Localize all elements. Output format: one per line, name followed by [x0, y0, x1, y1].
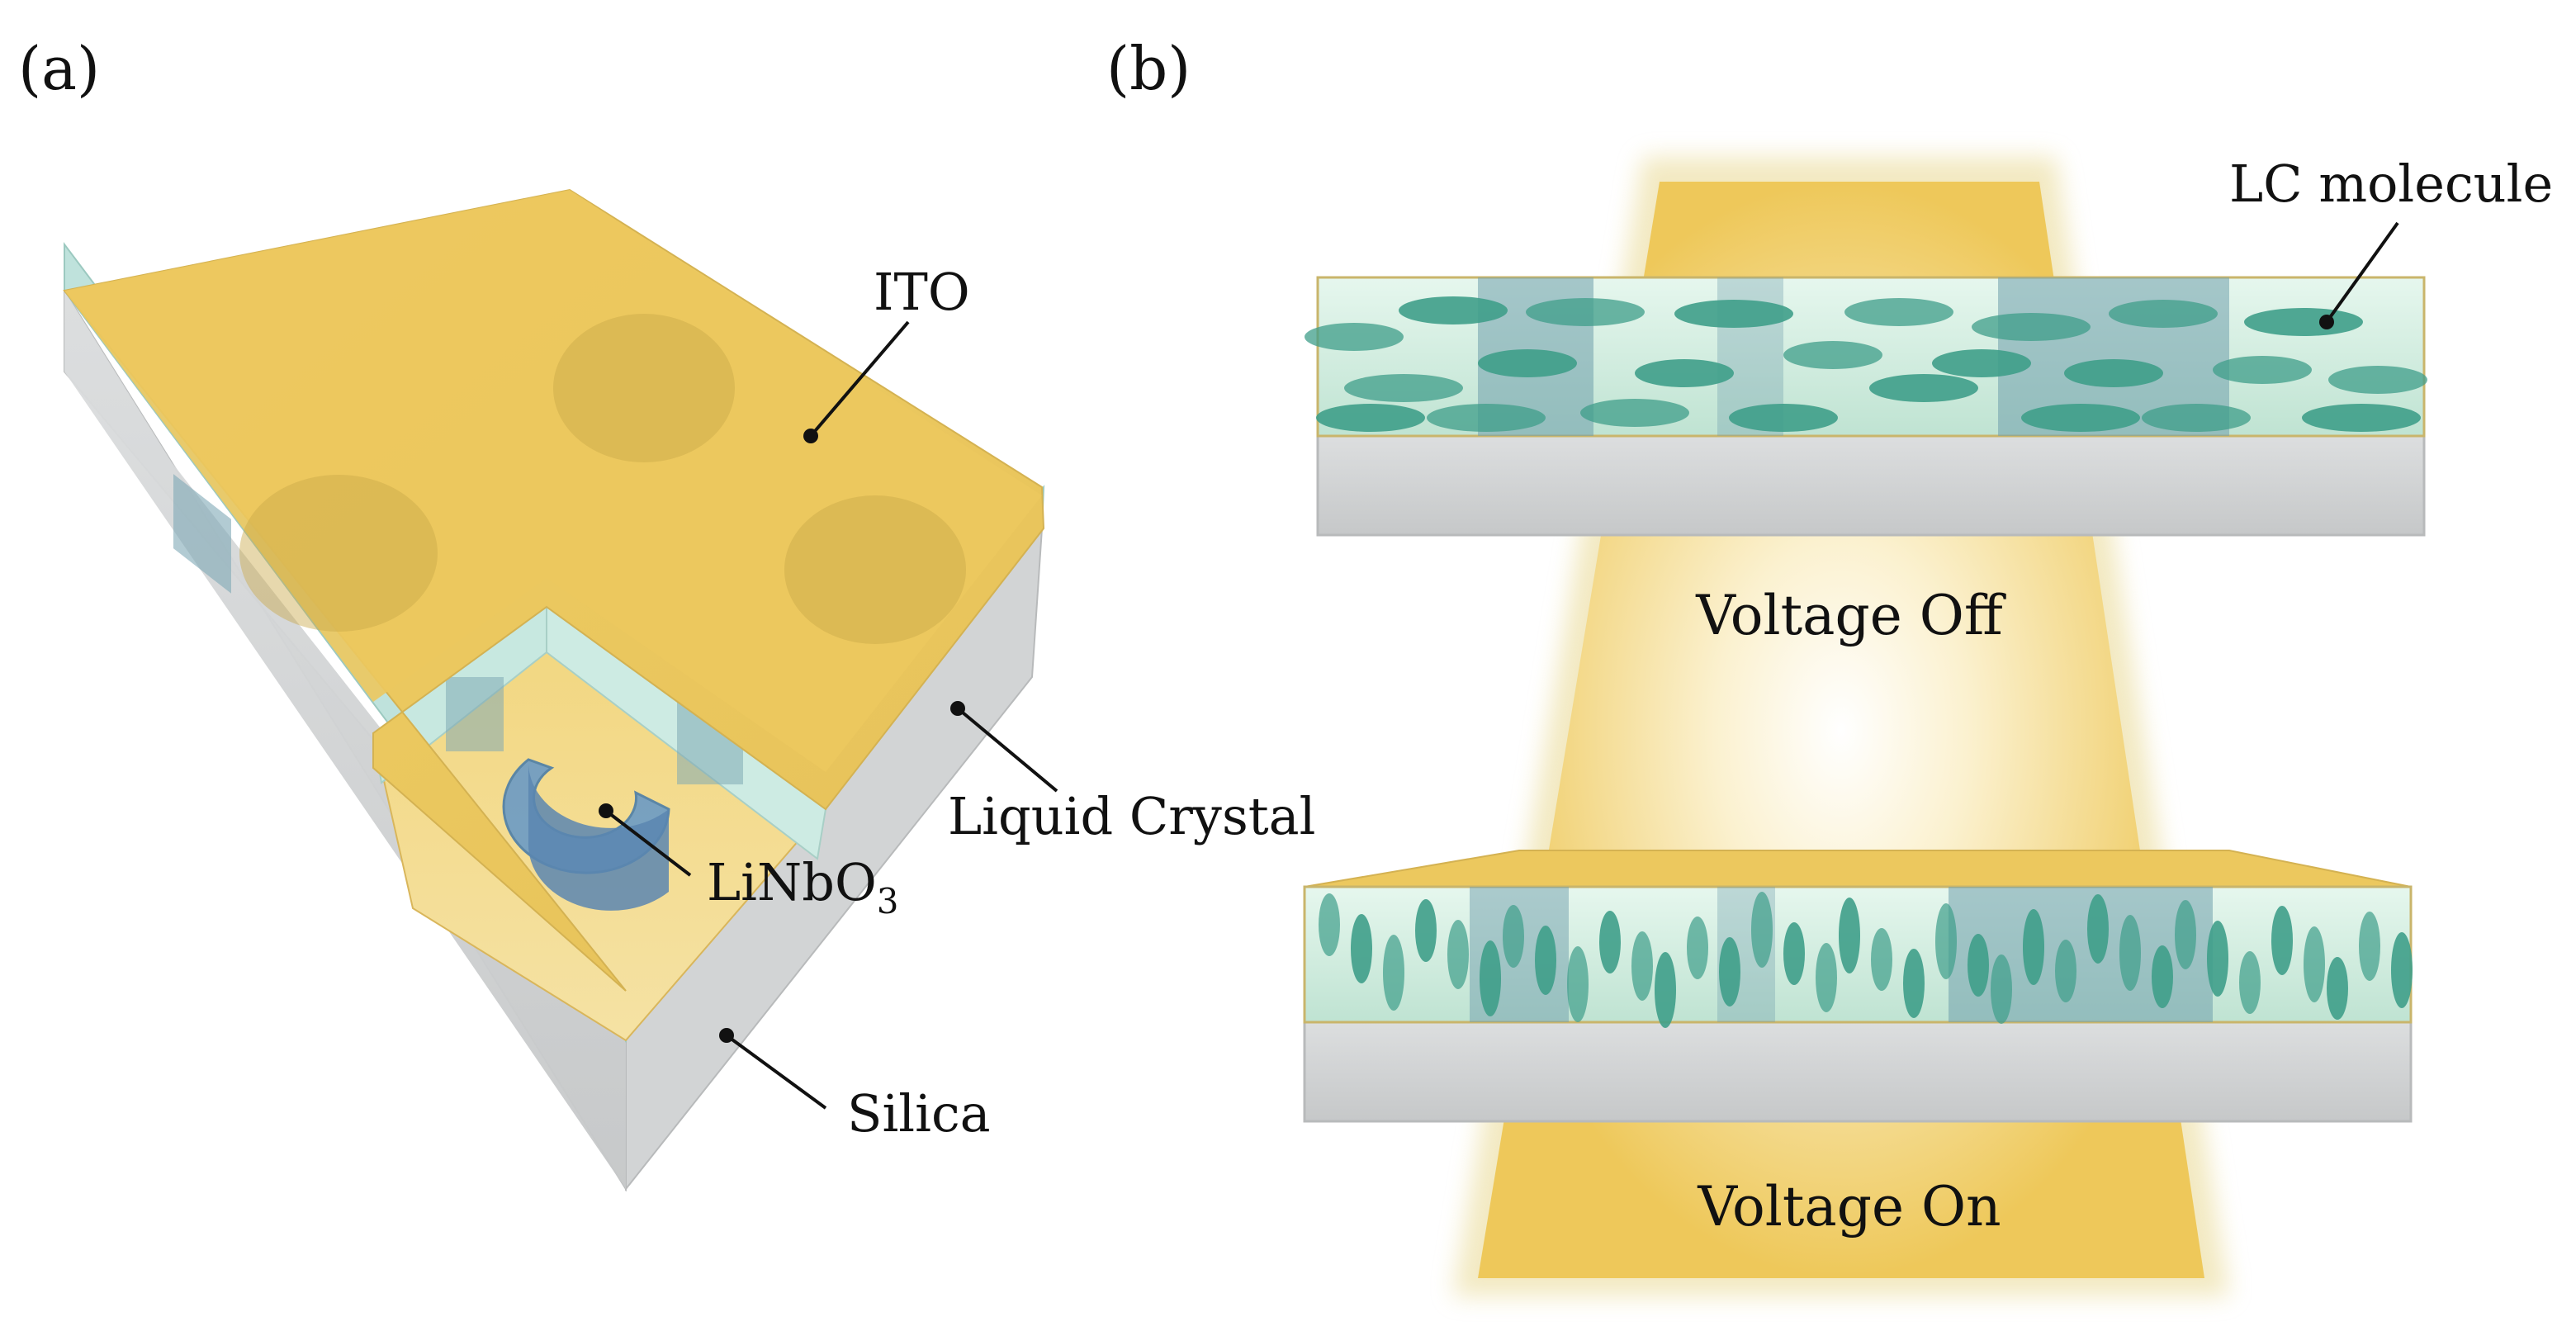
- lc-molecule: [1751, 892, 1773, 968]
- callout-liquid-crystal: Liquid Crystal: [948, 701, 1315, 846]
- lc-molecule: [1635, 359, 1734, 387]
- lc-molecule: [2175, 900, 2196, 969]
- label-lc-molecule: LC molecule: [2229, 154, 2553, 214]
- lc-molecule: [1344, 374, 1463, 402]
- lc-molecule: [1383, 935, 1404, 1011]
- lc-molecule: [1480, 940, 1501, 1016]
- lc-molecule: [1631, 931, 1653, 1001]
- cell-voltage-off: [1305, 276, 2427, 537]
- callout-silica: Silica: [719, 1028, 991, 1144]
- callout-lc-molecule: LC molecule: [2229, 154, 2553, 329]
- lc-molecule: [1816, 943, 1837, 1012]
- lc-molecule: [2302, 404, 2421, 432]
- lc-molecule: [1427, 404, 1546, 432]
- lc-molecule: [1674, 300, 1793, 328]
- lc-molecule: [1503, 905, 1524, 968]
- lc-molecule: [1319, 893, 1340, 956]
- label-voltage-off: Voltage Off: [1695, 584, 2006, 647]
- callout-linbo3: LiNbO3: [599, 803, 899, 921]
- lc-molecule: [1729, 404, 1838, 432]
- lc-molecule: [1535, 926, 1556, 995]
- lc-molecule: [2207, 921, 2228, 997]
- ito-top-bottom-cell: [1304, 850, 2412, 888]
- lc-molecule: [1871, 928, 1892, 991]
- lc-molecule: [2359, 912, 2380, 981]
- label-liquid-crystal: Liquid Crystal: [948, 786, 1315, 846]
- lc-molecule: [1599, 911, 1621, 973]
- lc-molecule: [2328, 366, 2427, 394]
- lc-molecule: [1935, 903, 1957, 979]
- lc-molecule: [1415, 899, 1437, 962]
- lc-molecule: [1869, 374, 1978, 402]
- lc-molecule: [1567, 946, 1589, 1022]
- panel-a-label: (a): [18, 34, 100, 103]
- lc-molecule: [2152, 945, 2173, 1008]
- lc-molecule: [2023, 909, 2044, 985]
- lc-molecule: [2109, 300, 2218, 328]
- lc-molecule: [1719, 937, 1740, 1007]
- lc-molecule: [2213, 356, 2312, 384]
- lc-molecule: [1580, 399, 1689, 427]
- lc-molecule: [2142, 404, 2251, 432]
- lc-molecule: [2304, 926, 2325, 1002]
- lc-molecule: [1316, 404, 1425, 432]
- lc-molecule: [2244, 308, 2363, 336]
- ito-top-upper: [64, 190, 1042, 772]
- lc-molecule: [1783, 922, 1805, 985]
- lc-molecule: [2271, 906, 2293, 975]
- lc-molecule: [1399, 296, 1508, 324]
- panel-a: (a) ITO: [18, 34, 1315, 1192]
- cell-voltage-on: [1303, 850, 2413, 1123]
- lc-molecule: [1903, 949, 1925, 1018]
- lc-molecule: [1839, 898, 1860, 973]
- label-linbo3-subscript: 3: [877, 881, 899, 921]
- lc-molecules-vertical: [1319, 892, 2413, 1028]
- panel-b: (b) Voltage Off Voltage On: [1106, 34, 2553, 1296]
- lc-molecule: [1932, 349, 2031, 377]
- linbo3-split-ring: [502, 758, 670, 911]
- label-linbo3: LiNbO3: [707, 852, 899, 921]
- lc-molecule: [2239, 951, 2261, 1014]
- lc-molecule: [1991, 954, 2012, 1024]
- label-silica: Silica: [847, 1083, 991, 1144]
- lc-molecule: [2087, 894, 2109, 964]
- lc-molecule: [1478, 349, 1577, 377]
- lc-molecule: [1687, 917, 1708, 979]
- callout-ito: ITO: [803, 262, 970, 443]
- disk-shadow: [784, 495, 966, 644]
- lc-molecule: [2327, 957, 2348, 1020]
- lc-molecule: [1783, 341, 1882, 369]
- lc-molecule: [1655, 952, 1676, 1028]
- silica-substrate-bottom: [1303, 1021, 2413, 1123]
- cutout-wall-pillar: [446, 677, 504, 751]
- label-voltage-on: Voltage On: [1697, 1175, 2001, 1239]
- panel-b-label: (b): [1106, 34, 1191, 103]
- label-linbo3-base: LiNbO: [707, 852, 877, 912]
- lc-molecule: [2055, 940, 2076, 1002]
- lc-molecule: [1351, 914, 1372, 983]
- lc-molecule: [2021, 404, 2140, 432]
- lc-molecule: [1526, 298, 1645, 326]
- silica-substrate-top: [1316, 434, 2426, 537]
- lc-molecule: [1844, 298, 1953, 326]
- lc-molecule: [1972, 313, 2091, 341]
- lc-molecule: [2064, 359, 2163, 387]
- lc-molecules-horizontal: [1305, 296, 2427, 432]
- lc-molecule: [1447, 920, 1469, 989]
- lc-molecule: [2119, 915, 2141, 991]
- disk-shadow: [239, 475, 438, 632]
- lc-edge-pillar: [173, 474, 231, 594]
- label-ito: ITO: [874, 262, 970, 322]
- lc-molecule: [2391, 932, 2413, 1008]
- lc-molecule: [1305, 323, 1404, 351]
- lc-molecule: [1968, 934, 1989, 997]
- disk-shadow: [553, 314, 735, 462]
